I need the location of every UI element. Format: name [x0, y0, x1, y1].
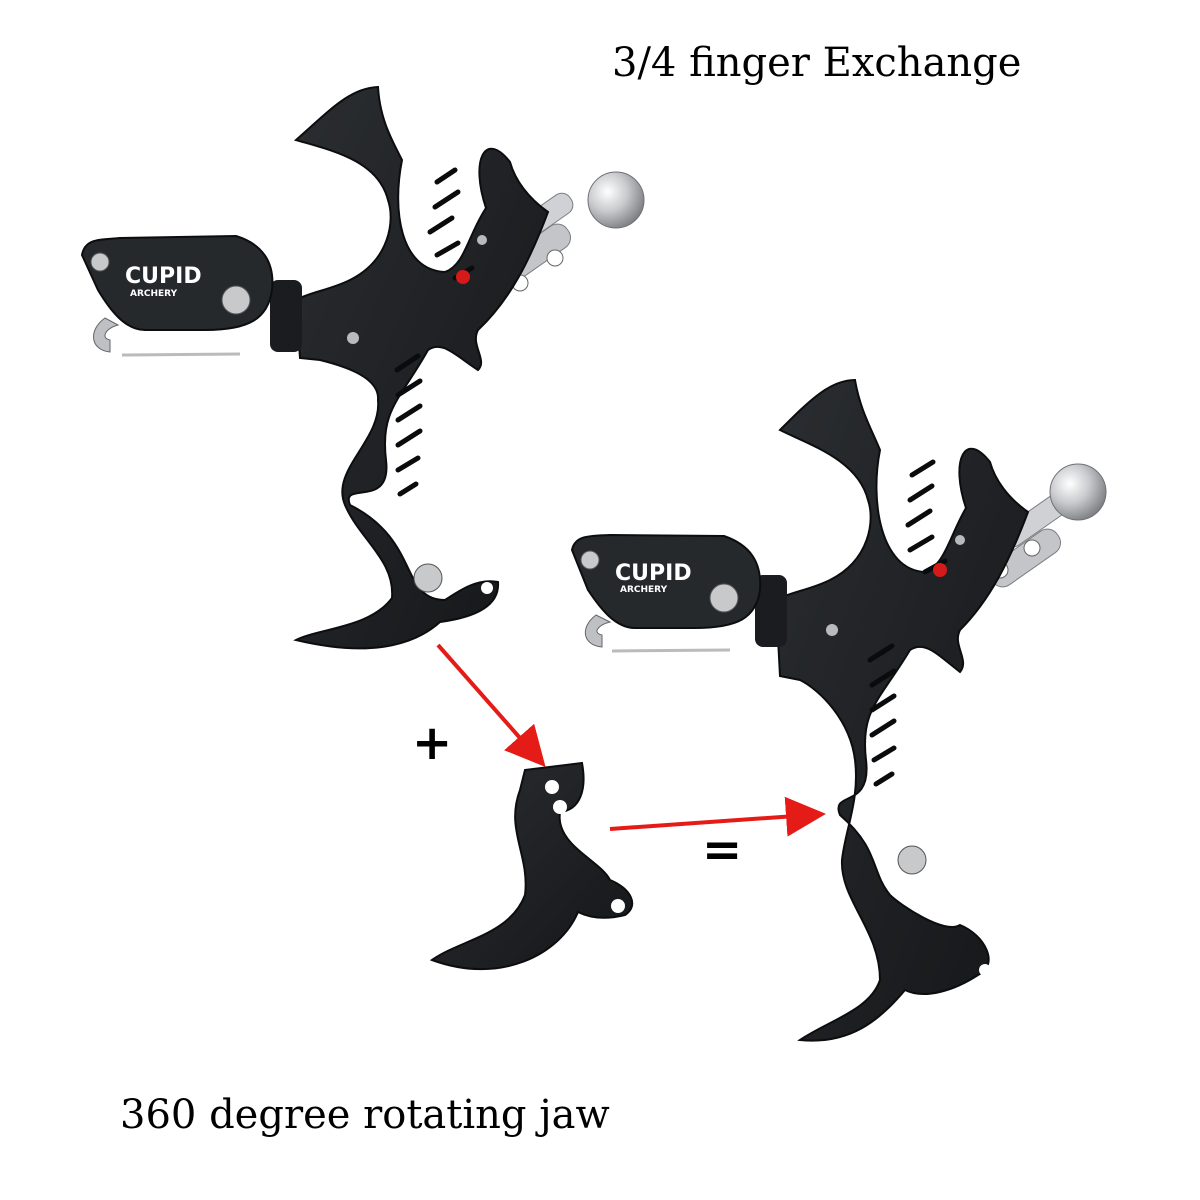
screw-icon	[897, 845, 927, 875]
indicator-dot-icon	[456, 270, 470, 284]
brand-sub: ARCHERY	[620, 585, 668, 595]
screw-icon	[477, 235, 487, 245]
screw-icon	[413, 563, 443, 593]
brand-logo: CUPID	[125, 264, 202, 289]
brand-sub: ARCHERY	[130, 289, 178, 299]
caption-rotating-jaw: 360 degree rotating jaw	[120, 1092, 610, 1138]
release-three-finger: CUPID ARCHERY	[80, 85, 645, 650]
extension-finger-piece	[429, 761, 634, 970]
screw-icon	[347, 332, 359, 344]
equals-sign: =	[702, 822, 743, 878]
lanyard-hole-icon	[611, 899, 625, 913]
finger-grooves	[394, 167, 475, 497]
arrow-right	[609, 796, 826, 837]
plus-sign: +	[412, 715, 453, 771]
release-body	[293, 85, 550, 650]
indicator-dot-icon	[933, 563, 947, 577]
release-four-finger: CUPID ARCHERY	[570, 378, 1107, 1042]
jaw-head: CUPID ARCHERY	[570, 533, 787, 653]
heading-finger-exchange: 3/4 finger Exchange	[612, 40, 1022, 86]
lanyard-hole-icon	[979, 964, 991, 976]
lanyard-hole-icon	[481, 582, 493, 594]
brand-logo: CUPID	[615, 561, 692, 586]
screw-icon	[826, 624, 838, 636]
screw-icon	[955, 535, 965, 545]
jaw-head: CUPID ARCHERY	[80, 234, 302, 357]
release-body	[774, 378, 1030, 1042]
arrow-down-right	[436, 643, 546, 768]
